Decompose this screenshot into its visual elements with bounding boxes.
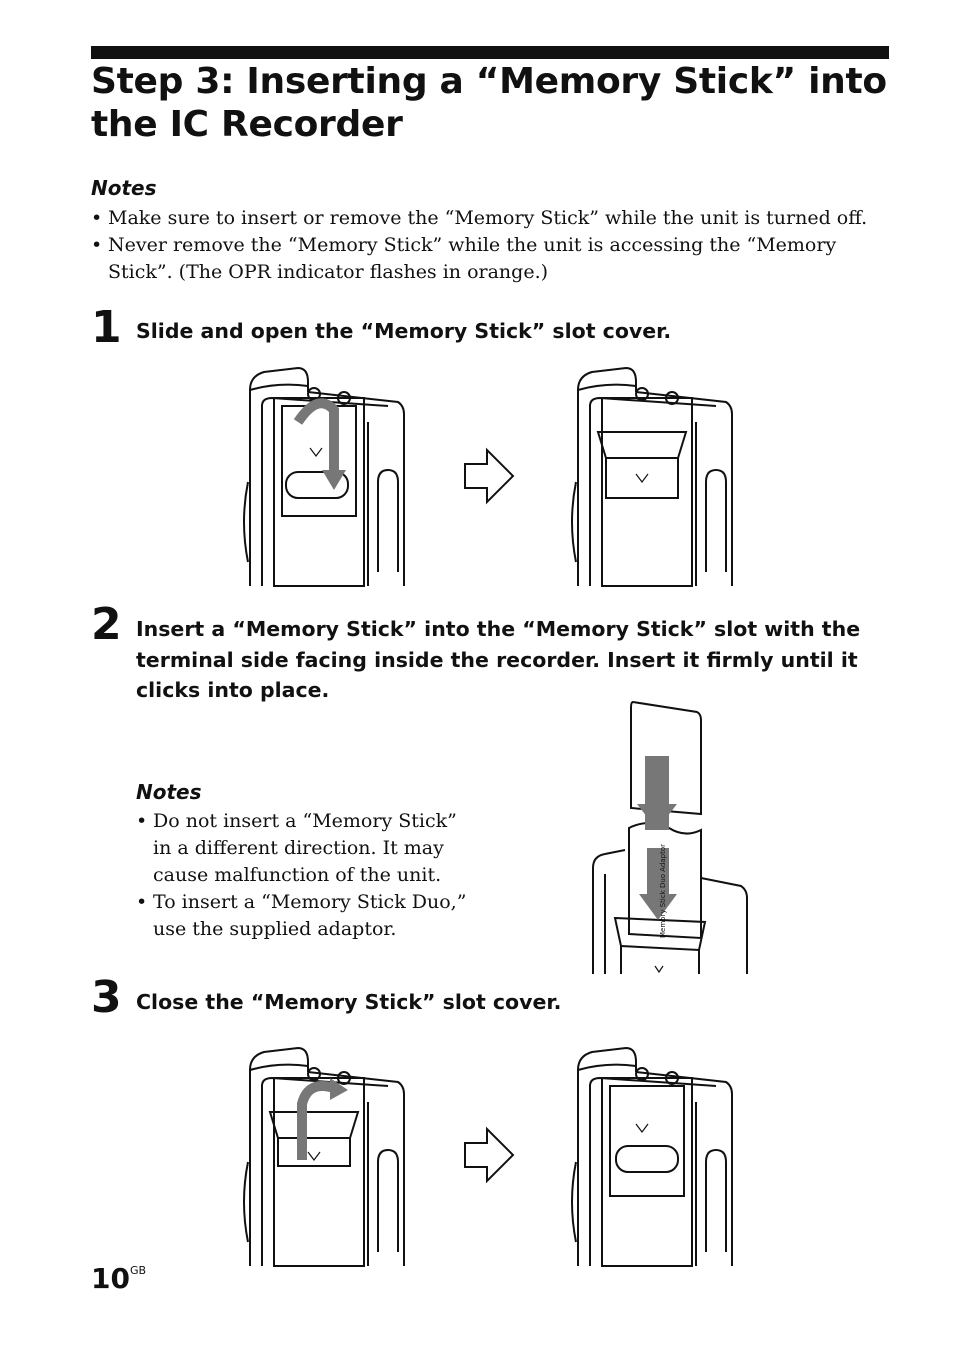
bullet-dot: • [91,234,103,256]
memory-stick-insert-illustration: Memory Stick Duo Adaptor [592,700,748,974]
notes-heading: Notes [91,176,157,200]
note-item: •Make sure to insert or remove the “Memo… [91,205,911,232]
note-item: •Never remove the “Memory Stick” while t… [91,234,837,283]
notes-list: •Make sure to insert or remove the “Memo… [91,205,911,286]
note-item: •To insert a “Memory Stick Duo,” use the… [136,891,467,940]
recorder-cover-open-illustration [571,366,733,587]
note-item: •Do not insert a “Memory Stick” in a dif… [136,810,457,886]
next-arrow-icon [464,1126,515,1184]
notes-list: •Do not insert a “Memory Stick” in a dif… [136,808,481,943]
title-rule [91,46,889,59]
notes-heading: Notes [136,780,202,804]
next-arrow-icon [464,447,515,505]
bullet-dot: • [136,810,148,832]
recorder-closing-illustration [243,1046,405,1267]
recorder-closed-illustration [571,1046,733,1267]
step-text-2: Insert a “Memory Stick” into the “Memory… [136,617,861,702]
bullet-dot: • [91,207,103,229]
step-number-3: 3 [91,972,122,1023]
step-number-1: 1 [91,302,122,353]
adaptor-label: Memory Stick Duo Adaptor [659,844,667,938]
step-text-1: Slide and open the “Memory Stick” slot c… [136,319,672,343]
recorder-open-illustration [243,366,405,587]
page-number: 10GB [91,1262,147,1295]
step-number-2: 2 [91,599,122,650]
step-text-3: Close the “Memory Stick” slot cover. [136,990,562,1014]
page-title: Step 3: Inserting a “Memory Stick” into … [91,61,887,145]
bullet-dot: • [136,891,148,913]
page-suffix: GB [129,1264,147,1277]
